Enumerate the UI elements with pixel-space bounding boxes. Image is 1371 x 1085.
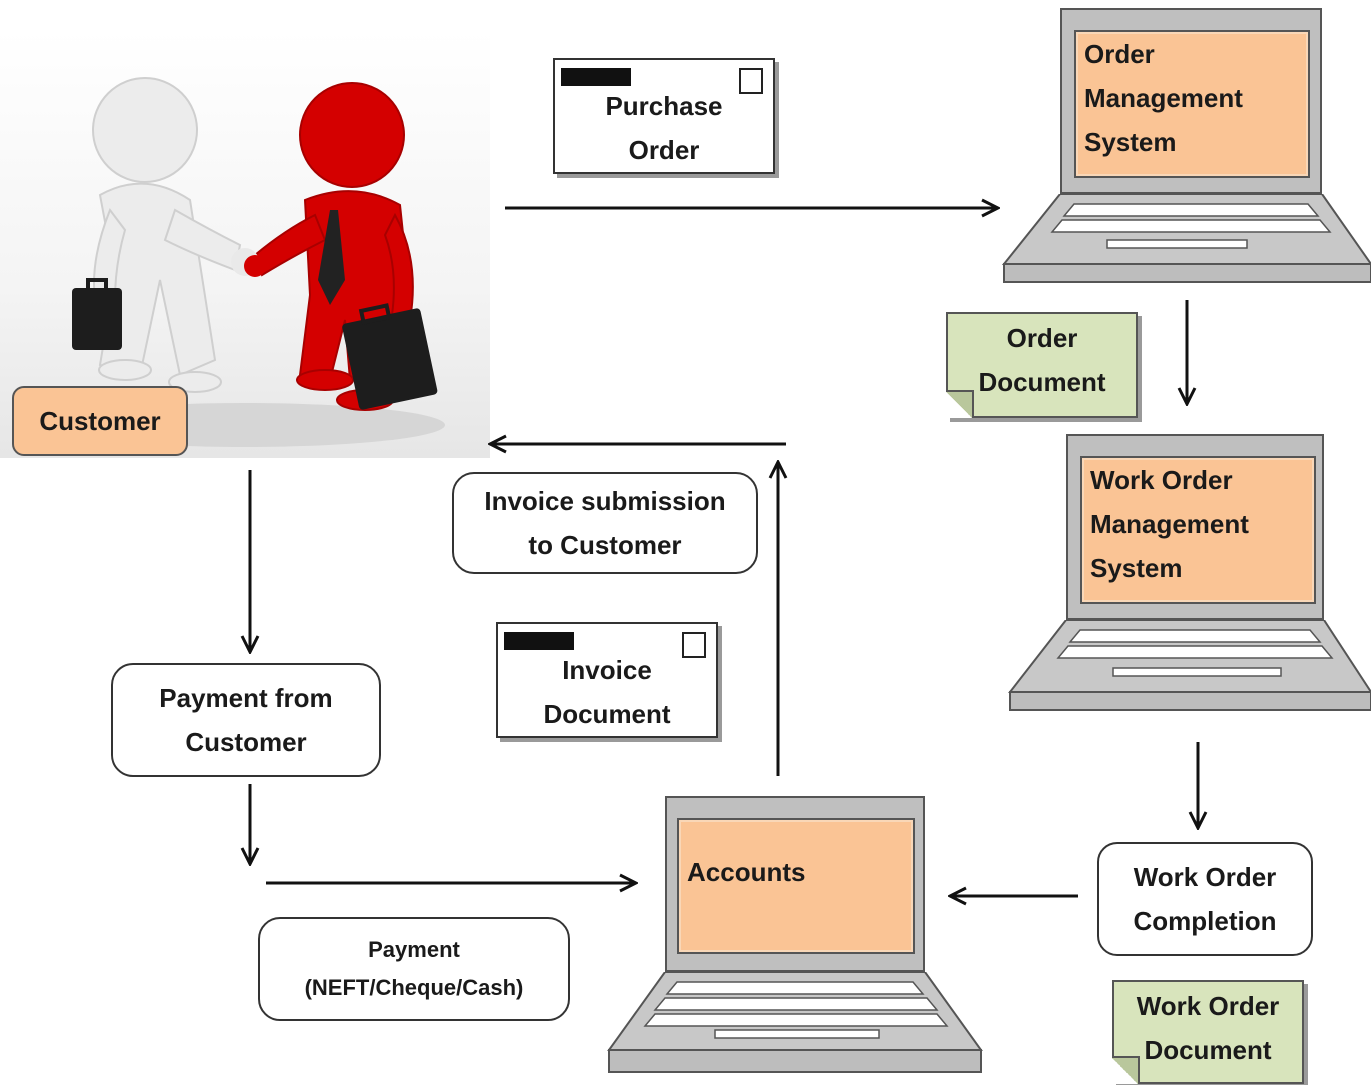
invoice-submission-line-1: Invoice submission [484, 486, 726, 516]
woms-line-3: System [1090, 553, 1183, 583]
work-order-management-laptop: Work Order Management System [1008, 434, 1371, 714]
payment-method-line-1: Payment [368, 937, 460, 962]
oms-line-1: Order [1084, 39, 1155, 69]
order-document-line-1: Order [1006, 323, 1078, 353]
laptop-keyboard [1002, 194, 1371, 283]
envelope-address-bar [504, 632, 574, 650]
invoice-document-envelope: Invoice Document [496, 622, 718, 738]
invoice-submission-line-2: to Customer [528, 530, 682, 560]
envelope-stamp-icon [682, 632, 706, 658]
invoice-submission-box: Invoice submission to Customer [452, 472, 758, 574]
invoice-document-line-1: Invoice [562, 655, 652, 685]
envelope-address-bar [561, 68, 631, 86]
handshake-icon [45, 77, 445, 447]
payment-method-line-2: (NEFT/Cheque/Cash) [304, 975, 524, 1000]
purchase-order-line-1: Purchase [605, 91, 723, 121]
payment-from-customer-box: Payment from Customer [111, 663, 381, 777]
oms-line-2: Management [1084, 83, 1243, 113]
purchase-order-line-2: Order [628, 135, 700, 165]
work-order-management-screen: Work Order Management System [1080, 456, 1316, 604]
briefcase-icon [72, 278, 122, 350]
order-management-screen: Order Management System [1074, 30, 1310, 178]
accounts-laptop: Accounts [607, 796, 983, 1080]
woc-line-1: Work Order [1133, 862, 1277, 892]
oms-line-3: System [1084, 127, 1177, 157]
woms-line-1: Work Order [1090, 465, 1233, 495]
wod-line-1: Work Order [1136, 991, 1280, 1021]
work-order-document-note: Work Order Document [1112, 980, 1304, 1084]
folded-corner-icon [946, 390, 974, 418]
folded-corner-icon [1112, 1056, 1140, 1084]
woc-line-2: Completion [1133, 906, 1277, 936]
order-document-note: Order Document [946, 312, 1138, 418]
accounts-screen: Accounts [677, 818, 915, 954]
laptop-keyboard [1008, 620, 1371, 711]
order-management-laptop: Order Management System [1002, 8, 1371, 286]
work-order-completion-box: Work Order Completion [1097, 842, 1313, 956]
woms-line-2: Management [1090, 509, 1249, 539]
white-figure [92, 77, 242, 393]
accounts-label: Accounts [687, 857, 806, 887]
customer-label: Customer [12, 386, 188, 456]
laptop-keyboard [607, 972, 983, 1073]
purchase-order-envelope: Purchase Order [553, 58, 775, 174]
invoice-document-line-2: Document [543, 699, 671, 729]
payment-from-customer-line-2: Customer [185, 727, 307, 757]
briefcase-icon [342, 303, 438, 410]
payment-from-customer-line-1: Payment from [159, 683, 333, 713]
envelope-stamp-icon [739, 68, 763, 94]
order-document-line-2: Document [978, 367, 1106, 397]
wod-line-2: Document [1144, 1035, 1272, 1065]
payment-method-box: Payment (NEFT/Cheque/Cash) [258, 917, 570, 1021]
